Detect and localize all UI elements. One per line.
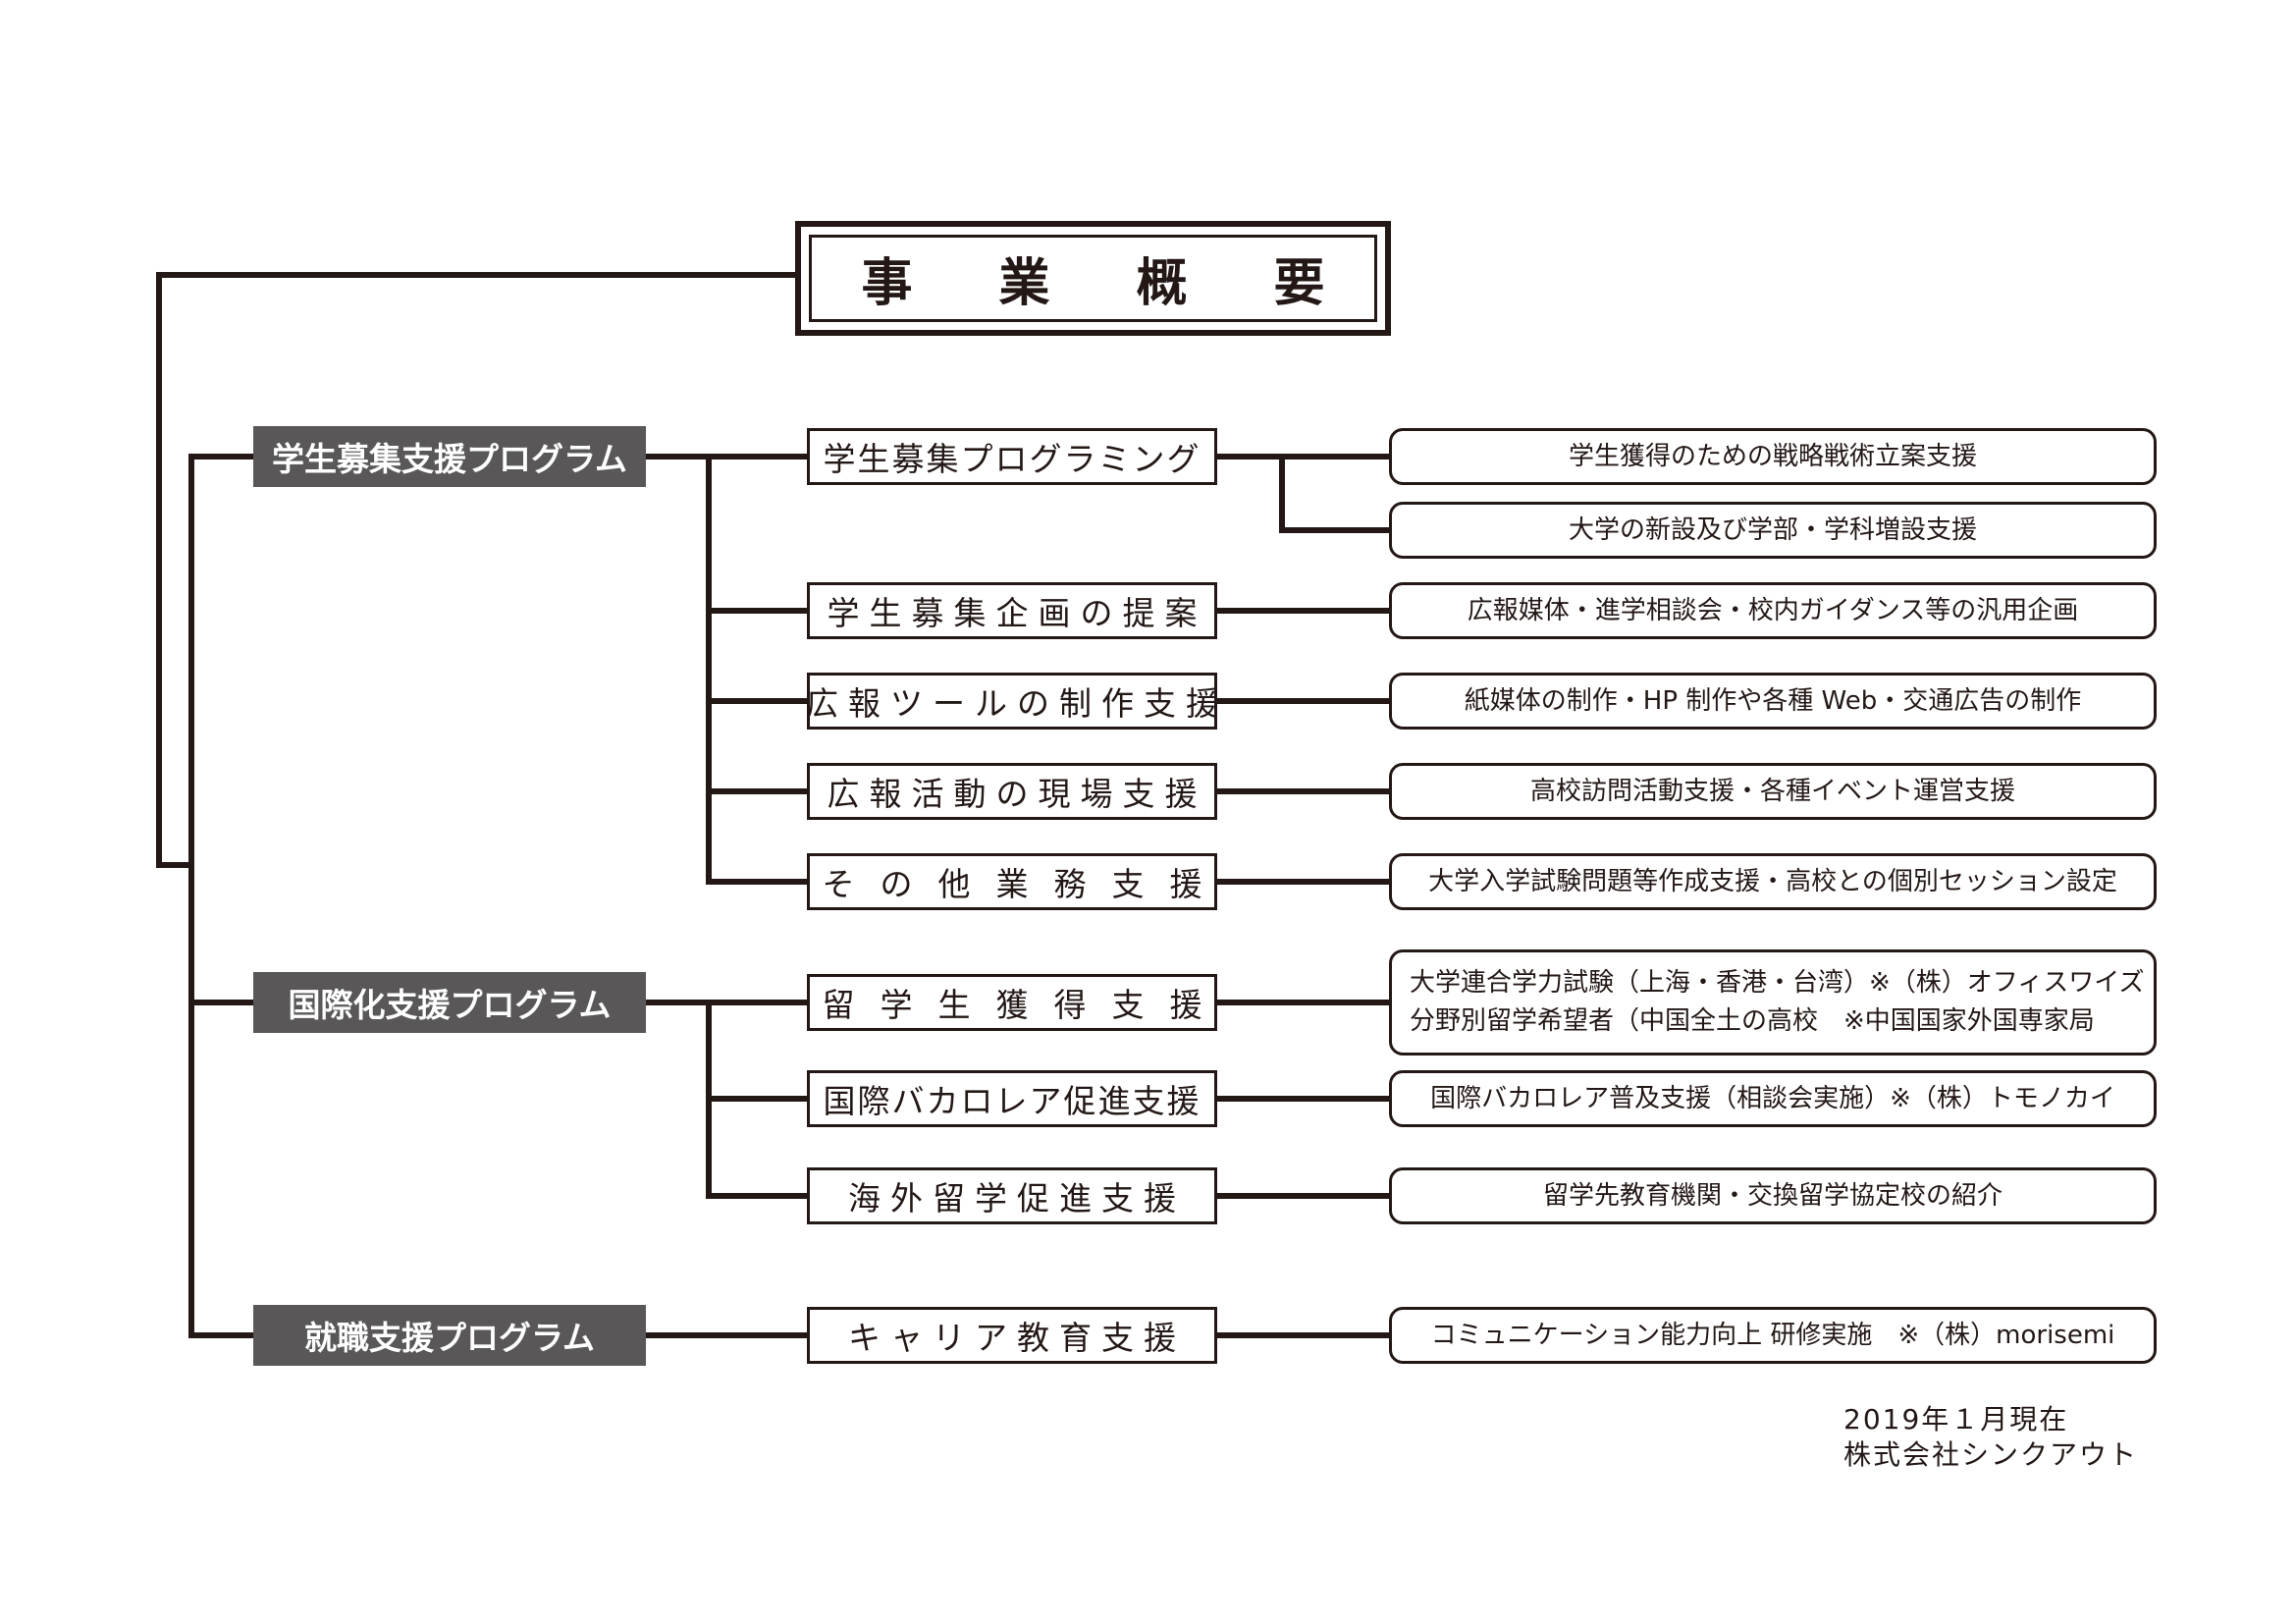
detail-school-visits: 高校訪問活動支援・各種イベント運営支援 [1389, 763, 2157, 820]
detail-text: 高校訪問活動支援・各種イベント運営支援 [1529, 776, 2015, 806]
detail-new-faculty: 大学の新設及び学部・学科増設支援 [1389, 502, 2157, 559]
detail-text: 学生獲得のための戦略戦術立案支援 [1568, 441, 1977, 471]
footer-date: 2019年１月現在 [1843, 1403, 2069, 1435]
item-label: 学生募集企画の提案 [827, 594, 1207, 632]
detail-text: 大学の新設及び学部・学科増設支援 [1568, 514, 1977, 545]
detail-text: コミュニケーション能力向上 研修実施 ※（株）morisemi [1430, 1320, 2115, 1350]
detail-joint-exam: 大学連合学力試験（上海・香港・台湾）※（株）オフィスワイズ 分野別留学希望者（中… [1389, 949, 2157, 1056]
detail-text: 大学入学試験問題等作成支援・高校との個別セッション設定 [1428, 866, 2117, 896]
program-internationalization: 国際化支援プログラム [253, 972, 646, 1033]
item-label: 広報ツールの制作支援 [806, 684, 1228, 723]
detail-text: 留学先教育機関・交換留学協定校の紹介 [1542, 1180, 2002, 1211]
detail-text: 広報媒体・進学相談会・校内ガイダンス等の汎用企画 [1467, 595, 2079, 625]
program-employment: 就職支援プログラム [253, 1305, 646, 1366]
detail-communication-training: コミュニケーション能力向上 研修実施 ※（株）morisemi [1389, 1307, 2157, 1364]
item-label: キャリア教育支援 [848, 1319, 1186, 1357]
detail-text: 紙媒体の制作・HP 制作や各種 Web・交通広告の制作 [1464, 685, 2082, 716]
item-label: 海外留学促進支援 [848, 1179, 1186, 1218]
detail-general-planning: 広報媒体・進学相談会・校内ガイダンス等の汎用企画 [1389, 582, 2157, 639]
item-label: 学生募集プログラミング [823, 440, 1201, 478]
detail-ib-spread: 国際バカロレア普及支援（相談会実施）※（株）トモノカイ [1389, 1070, 2157, 1127]
detail-exam-support: 大学入学試験問題等作成支援・高校との個別セッション設定 [1389, 853, 2157, 910]
item-pr-field-support: 広報活動の現場支援 [807, 763, 1217, 820]
footer: 2019年１月現在 株式会社シンクアウト [1843, 1402, 2138, 1474]
item-other-support: その他業務支援 [807, 853, 1217, 910]
detail-text: 大学連合学力試験（上海・香港・台湾）※（株）オフィスワイズ [1410, 968, 2145, 998]
item-label: その他業務支援 [822, 865, 1228, 903]
detail-media-production: 紙媒体の制作・HP 制作や各種 Web・交通広告の制作 [1389, 673, 2157, 730]
detail-strategy-planning: 学生獲得のための戦略戦術立案支援 [1389, 428, 2157, 485]
item-label: 国際バカロレア促進支援 [823, 1082, 1201, 1120]
footer-company: 株式会社シンクアウト [1843, 1438, 2139, 1472]
item-pr-tool-production: 広報ツールの制作支援 [806, 673, 1218, 730]
item-ib-promotion: 国際バカロレア促進支援 [807, 1070, 1217, 1127]
item-study-abroad: 海外留学促進支援 [807, 1167, 1217, 1224]
program-label: 就職支援プログラム [303, 1319, 595, 1357]
detail-text: 分野別留学希望者（中国全土の高校 ※中国国家外国専家局 [1410, 1006, 2095, 1036]
program-student-recruitment: 学生募集支援プログラム [253, 426, 646, 487]
item-recruitment-proposal: 学生募集企画の提案 [807, 582, 1217, 639]
item-label: 留学生獲得支援 [822, 986, 1228, 1024]
program-label: 国際化支援プログラム [288, 986, 612, 1024]
page-title: 事業概要 [861, 254, 1412, 313]
program-label: 学生募集支援プログラム [271, 440, 627, 478]
item-career-education: キャリア教育支援 [807, 1307, 1217, 1364]
item-intl-student-acquisition: 留学生獲得支援 [807, 974, 1217, 1031]
detail-text: 国際バカロレア普及支援（相談会実施）※（株）トモノカイ [1430, 1083, 2115, 1113]
title-inner-frame: 事業概要 [809, 235, 1377, 322]
item-recruitment-programming: 学生募集プログラミング [807, 428, 1217, 485]
title-box: 事業概要 [795, 221, 1391, 336]
detail-exchange-partners: 留学先教育機関・交換留学協定校の紹介 [1389, 1167, 2157, 1224]
item-label: 広報活動の現場支援 [827, 775, 1207, 813]
